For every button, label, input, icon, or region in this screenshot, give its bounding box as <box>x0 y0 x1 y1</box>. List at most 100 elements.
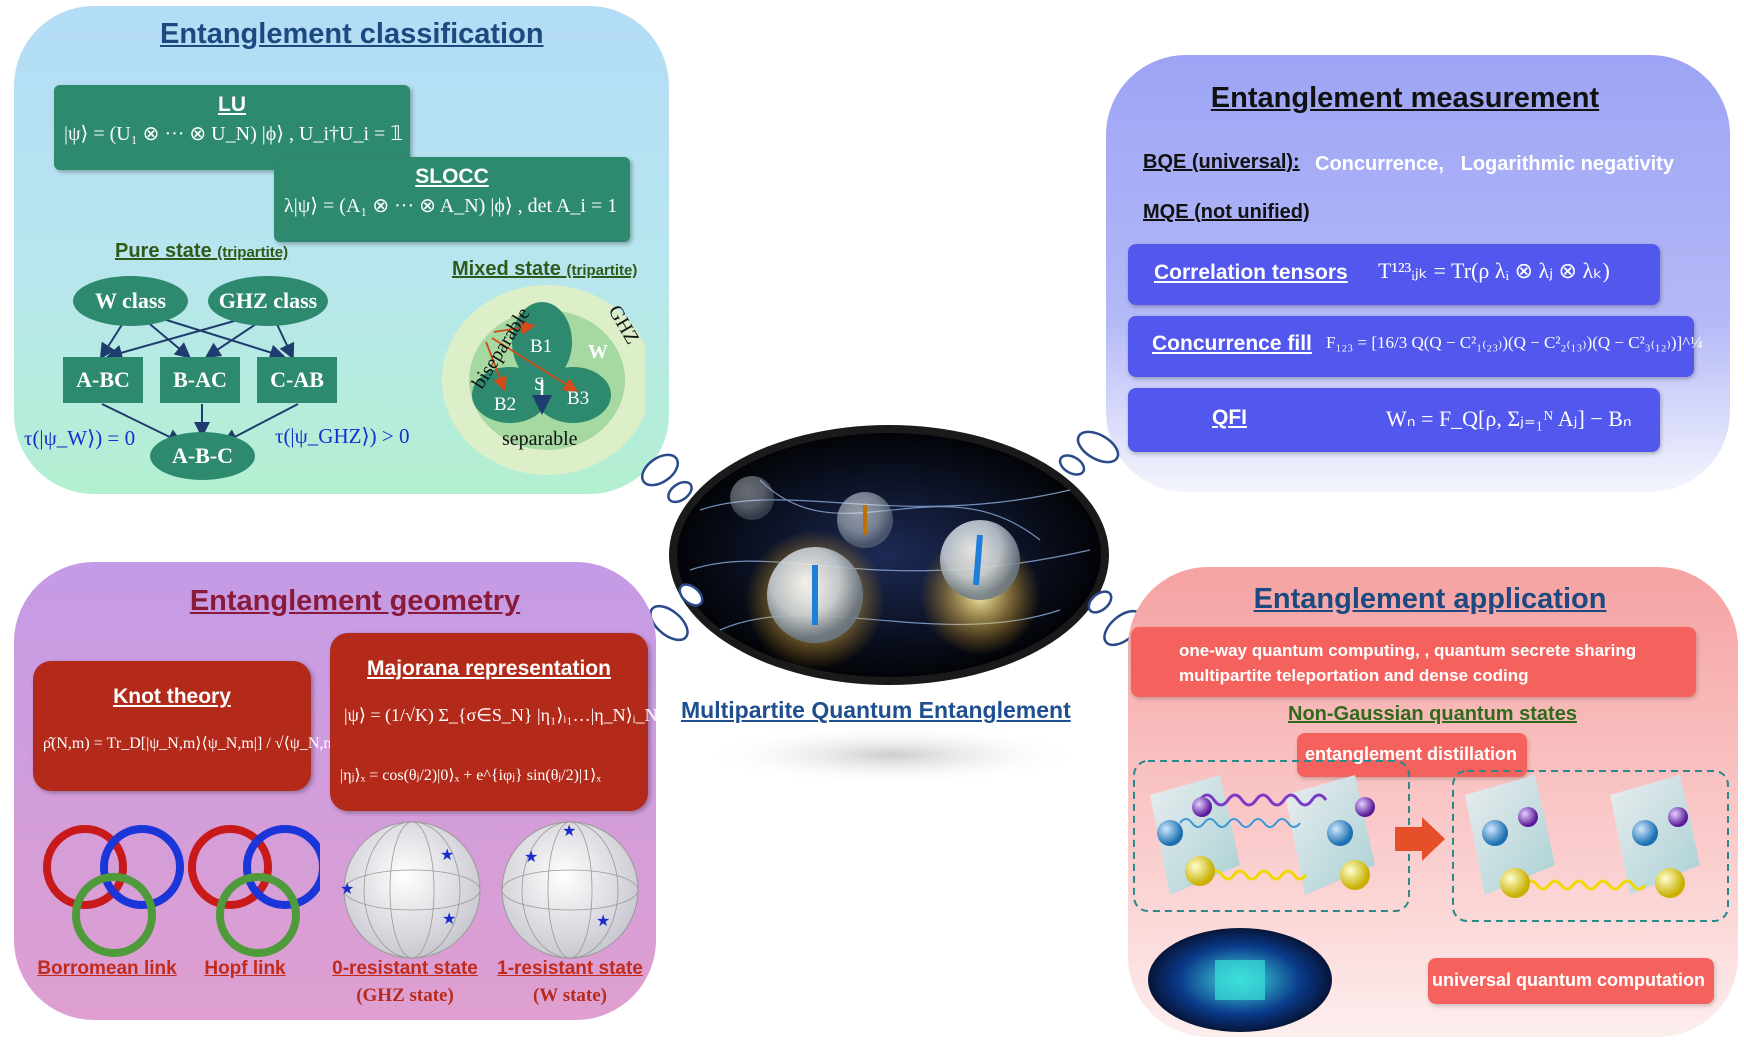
spin-yellow-1 <box>1185 856 1215 886</box>
caption-0-resistant: 0-resistant state <box>332 958 478 979</box>
majorana-header: Majorana representation <box>367 657 611 680</box>
a-b-c-node: A-B-C <box>150 432 255 480</box>
tau-w: τ(|ψ_W⟩) = 0 <box>24 426 136 450</box>
mixed-state-sub: (tripartite) <box>566 262 638 279</box>
bqe-label: BQE (universal): <box>1143 151 1300 173</box>
mixed-state-text: Mixed state <box>452 258 561 280</box>
correlation-tensors-row: Correlation tensors T¹²³ᵢⱼₖ = Tr(ρ λᵢ ⊗ … <box>1128 244 1660 305</box>
distillation-label: entanglement distillation <box>1305 744 1518 764</box>
venn-separable-label: separable <box>502 428 578 450</box>
caption-borromean: Borromean link <box>37 958 177 979</box>
ghz-class-node: GHZ class <box>208 276 328 326</box>
correlation-tensors-label: Correlation tensors <box>1154 261 1348 284</box>
distillation-arrow <box>1395 817 1445 861</box>
ghz-star-3: ★ <box>442 911 456 928</box>
slocc-header: SLOCC <box>415 165 489 188</box>
w-class-node: W class <box>73 276 188 326</box>
majorana-box: Majorana representation |ψ⟩ = (1/√K) Σ_{… <box>330 633 658 811</box>
slocc-formula: λ|ψ⟩ = (A₁ ⊗ ··· ⊗ A_N) |ϕ⟩ , det A_i = … <box>284 195 618 217</box>
lu-box: LU |ψ⟩ = (U₁ ⊗ ··· ⊗ U_N) |ϕ⟩ , U_i†U_i … <box>54 85 410 170</box>
arrow-w-abc <box>99 319 126 360</box>
pure-state-label: Pure state (tripartite) <box>115 240 288 263</box>
spin-purple-1 <box>1192 797 1212 817</box>
application-title: Entanglement application <box>1253 583 1607 615</box>
spin-blue-1 <box>1157 820 1183 846</box>
link-illustrations <box>43 825 320 957</box>
correlation-tensors-formula: T¹²³ᵢⱼₖ = Tr(ρ λᵢ ⊗ λⱼ ⊗ λₖ) <box>1378 258 1610 283</box>
universal-computation-label: universal quantum computation <box>1432 970 1706 990</box>
spin-blue-2 <box>1327 820 1353 846</box>
venn-arrow-2 <box>485 341 507 392</box>
majorana-formula-1: |ψ⟩ = (1/√K) Σ_{σ∈S_N} |η₁⟩ᵢ₁…|η_N⟩ᵢ_N <box>344 705 658 725</box>
hopf-red-ring <box>188 825 272 909</box>
bubble-bottom-left <box>649 583 704 642</box>
concurrence-fill-row: Concurrence fill F₁₂₃ = [16/3 Q(Q − C²₁₍… <box>1128 316 1703 377</box>
lu-formula: |ψ⟩ = (U₁ ⊗ ··· ⊗ U_N) |ϕ⟩ , U_i†U_i = 𝟙 <box>64 123 404 145</box>
tau-ghz: τ(|ψ_GHZ⟩) > 0 <box>275 424 410 448</box>
spin-blue-3 <box>1482 820 1508 846</box>
caption-1-resistant: 1-resistant state <box>497 958 643 979</box>
application-uses-line2: multipartite teleportation and dense cod… <box>1179 666 1529 685</box>
spin-yellow-2 <box>1340 860 1370 890</box>
spin-purple-2 <box>1355 797 1375 817</box>
w-star-2: ★ <box>524 849 538 866</box>
mqe-label: MQE (not unified) <box>1143 201 1310 223</box>
arrow-abc-abc <box>101 403 184 444</box>
bac-node: B-AC <box>160 357 240 403</box>
qubit-faded-2 <box>730 476 774 520</box>
ghz-star-1: ★ <box>440 847 454 864</box>
quantum-chip-core <box>1215 960 1265 1000</box>
venn-b2-label: B2 <box>494 394 516 415</box>
wave-yellow-2 <box>1523 879 1647 891</box>
bubble-top-left <box>640 453 693 504</box>
lu-header: LU <box>218 93 246 116</box>
arrow-w-cab <box>159 317 286 361</box>
measurement-title: Entanglement measurement <box>1210 82 1600 114</box>
wave-yellow-1 <box>1208 869 1308 881</box>
caption-ghz-state: (GHZ state) <box>356 985 454 1006</box>
knot-theory-formula: ρ̂(N,m) = Tr_D[|ψ_N,m⟩⟨ψ_N,m|] / √⟨ψ_N,m… <box>43 735 392 752</box>
center-title: Multipartite Quantum Entanglement <box>681 697 1071 723</box>
hopf-green-ring <box>216 873 300 957</box>
distillation-illustration <box>1133 760 1729 1032</box>
wave-blue <box>1179 818 1301 828</box>
mixed-venn-diagram: biseparable GHZ W B1 B2 B3 S separable <box>442 285 645 475</box>
non-gaussian-label: Non-Gaussian quantum states <box>1288 703 1577 725</box>
borromean-green-ring <box>72 873 156 957</box>
classification-arrows <box>99 317 299 444</box>
bqe-values: Concurrence, Logarithmic negativity <box>1315 153 1674 175</box>
bloch-spheres: ★ ★ ★ ★ ★ ★ <box>340 821 639 959</box>
venn-s-label: S <box>534 374 545 395</box>
bloch-sphere-w: ★ ★ ★ <box>501 821 639 959</box>
arrow-ghz-abc <box>106 317 246 361</box>
qfi-row: QFI Wₙ = F_Q[ρ, Σⱼ₌₁ᴺ Aⱼ] − Bₙ <box>1128 388 1660 452</box>
abc-node: A-BC <box>63 357 143 403</box>
center-ellipse <box>677 433 1101 677</box>
caption-hopf: Hopf link <box>204 958 286 979</box>
venn-b3 <box>535 367 611 423</box>
venn-b2 <box>472 367 548 423</box>
borromean-blue-ring <box>100 825 184 909</box>
arrow-ghz-cab <box>274 319 295 360</box>
arrow-cab-abc <box>221 403 299 444</box>
concurrence-fill-formula: F₁₂₃ = [16/3 Q(Q − C²₁₍₂₃₎)(Q − C²₂₍₁₃₎)… <box>1326 333 1703 352</box>
w-star-3: ★ <box>596 913 610 930</box>
pure-state-text: Pure state <box>115 240 212 262</box>
concurrence-fill-label: Concurrence fill <box>1152 332 1312 355</box>
majorana-formula-2: |ηⱼ⟩ₓ = cos(θⱼ/2)|0⟩ₓ + e^{iφⱼ} sin(θⱼ/2… <box>340 767 602 784</box>
spin-blue-4 <box>1632 820 1658 846</box>
venn-w-label: W <box>588 341 608 363</box>
cab-node: C-AB <box>257 357 337 403</box>
spin-arrow-right <box>973 534 983 586</box>
qfi-label: QFI <box>1212 406 1247 429</box>
ghz-star-2: ★ <box>340 881 354 898</box>
bloch-sphere-ghz: ★ ★ ★ <box>340 821 481 959</box>
center-shadow <box>702 725 1082 785</box>
pure-state-sub: (tripartite) <box>217 244 289 261</box>
distillation-bar: entanglement distillation <box>1297 733 1527 777</box>
cube-3 <box>1465 775 1555 895</box>
venn-arrow-3 <box>491 337 579 392</box>
spin-purple-3 <box>1518 807 1538 827</box>
borromean-red-ring <box>43 825 127 909</box>
geometry-title: Entanglement geometry <box>189 585 521 617</box>
